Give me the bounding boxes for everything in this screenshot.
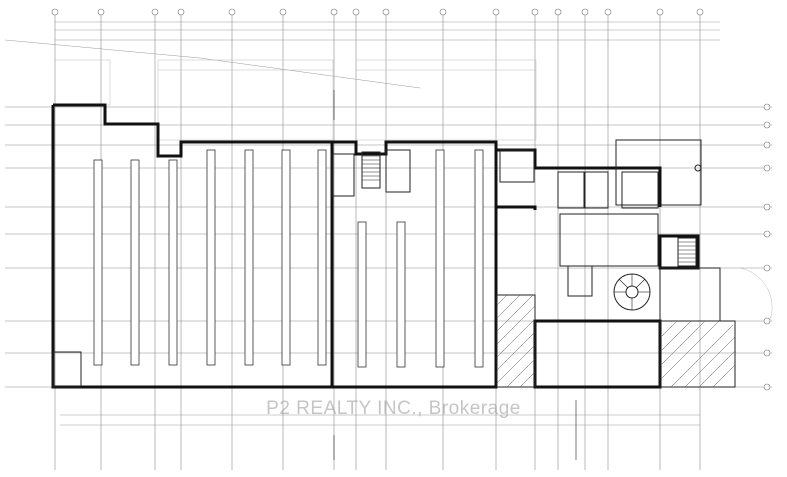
hatched-areas [496,294,736,388]
racking-bays-right [357,149,484,368]
interior-walls [52,139,736,388]
section-markers [333,90,773,460]
racking-bays-left [93,149,327,366]
vertical-grid-lines [54,10,701,470]
exterior-walls [51,103,700,389]
right-grid-bubbles [763,103,771,391]
horizontal-grid-lines [5,106,772,388]
canopy-outlines [54,59,537,141]
dimension-lines [4,21,720,426]
stairs [361,151,697,311]
top-grid-bubbles [51,8,704,16]
